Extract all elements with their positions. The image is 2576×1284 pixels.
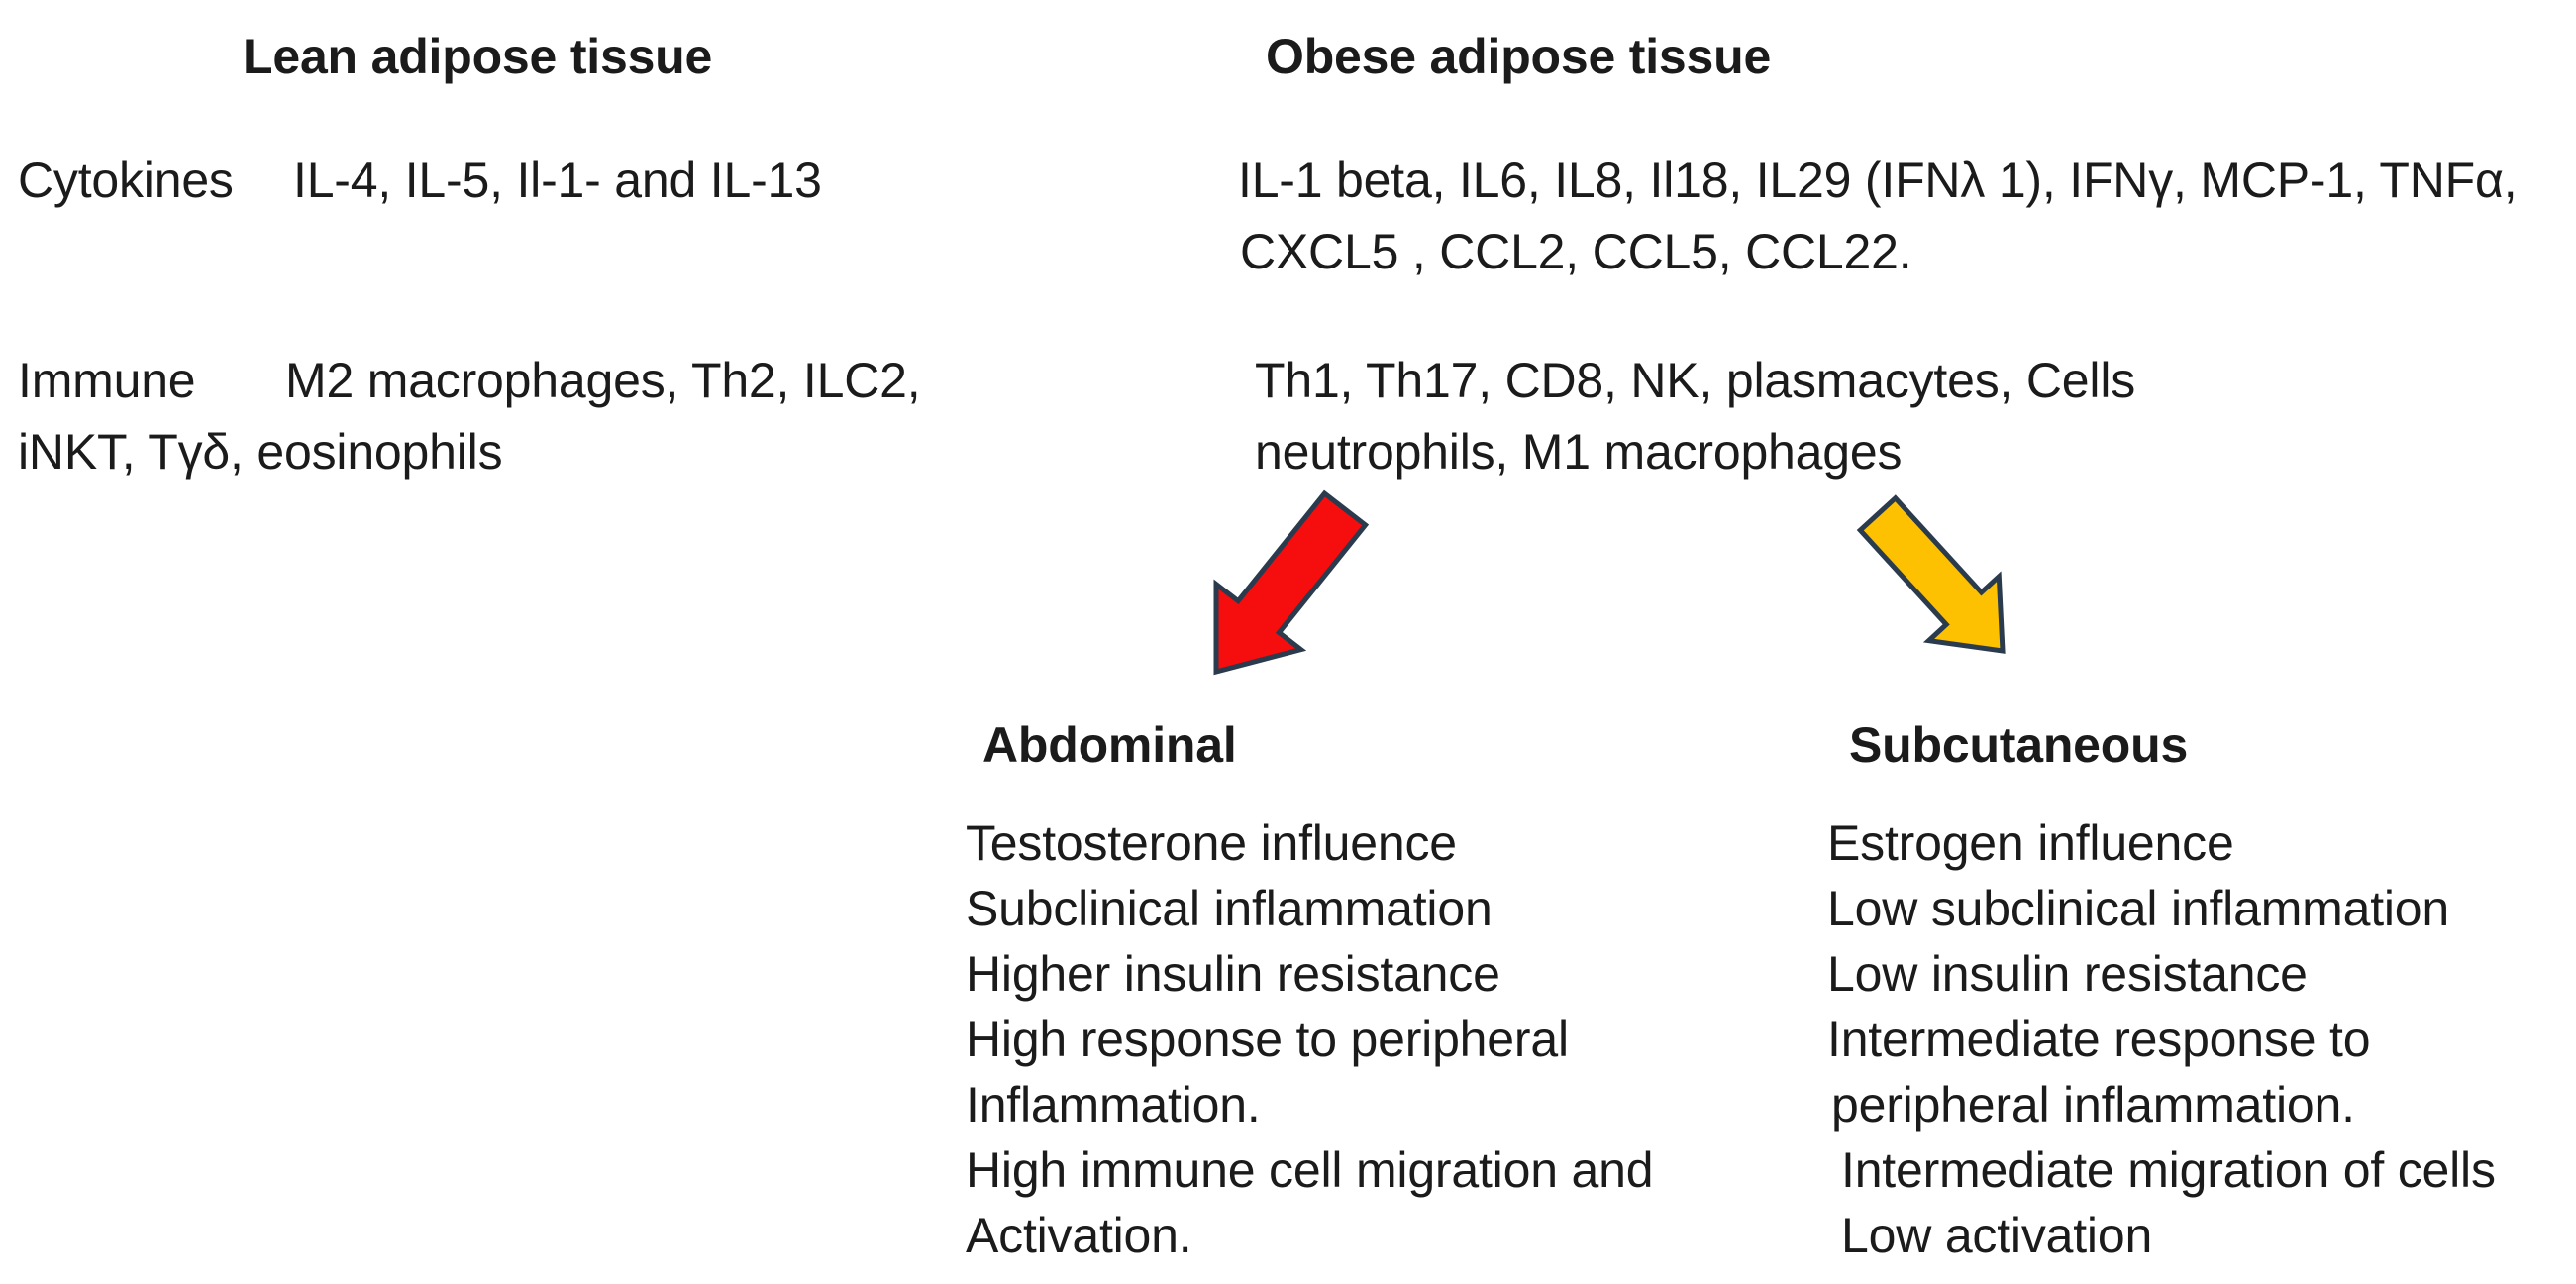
immune-row-label: Immune [18, 353, 196, 408]
yellow-arrow-shape [1856, 494, 2006, 654]
subcutaneous-list-item: Estrogen influence [1827, 815, 2234, 871]
abdominal-list-item: Higher insulin resistance [966, 946, 1500, 1002]
cytokines-row-label: Cytokines [18, 153, 234, 208]
subcutaneous-list-item: Low activation [1841, 1208, 2153, 1263]
lean-column-title: Lean adipose tissue [243, 29, 713, 84]
abdominal-list-item: High immune cell migration and [966, 1142, 1654, 1198]
abdominal-list: Testosterone influence Subclinical infla… [966, 810, 1654, 1268]
obese-immune-line2: neutrophils, M1 macrophages [1255, 424, 1903, 480]
obese-immune-line1: Th1, Th17, CD8, NK, plasmacytes, Cells [1255, 353, 2136, 408]
subcutaneous-list-item: Low subclinical inflammation [1827, 881, 2450, 936]
obese-cytokines-line2: CXCL5 , CCL2, CCL5, CCL22. [1240, 224, 1912, 279]
lean-cytokines-value: IL-4, IL-5, Il-1- and IL-13 [293, 153, 822, 208]
abdominal-list-item: High response to peripheral [966, 1012, 1569, 1067]
subcutaneous-list: Estrogen influence Low subclinical infla… [1827, 810, 2496, 1268]
subcutaneous-list-item: Intermediate response to [1827, 1012, 2371, 1067]
red-arrow-shape [1213, 489, 1370, 676]
obese-cytokines-line1: IL-1 beta, IL6, IL8, Il18, IL29 (IFNλ 1)… [1238, 153, 2518, 208]
obese-column-title: Obese adipose tissue [1266, 29, 1772, 84]
abdominal-list-item: Testosterone influence [966, 815, 1457, 871]
abdominal-list-item: Subclinical inflammation [966, 881, 1493, 936]
subcutaneous-list-item: Low insulin resistance [1827, 946, 2308, 1002]
lean-immune-line1: M2 macrophages, Th2, ILC2, [285, 353, 921, 408]
lean-immune-line2: iNKT, Tγδ, eosinophils [18, 424, 503, 480]
red-arrow-icon [1206, 489, 1385, 685]
subcutaneous-title: Subcutaneous [1849, 717, 2189, 773]
subcutaneous-list-item: Intermediate migration of cells [1841, 1142, 2496, 1198]
abdominal-list-item: Activation. [966, 1208, 1192, 1263]
abdominal-title: Abdominal [982, 717, 1237, 773]
yellow-arrow-icon [1854, 494, 2012, 663]
abdominal-list-item: Inflammation. [966, 1077, 1261, 1132]
subcutaneous-list-item: peripheral inflammation. [1831, 1077, 2355, 1132]
